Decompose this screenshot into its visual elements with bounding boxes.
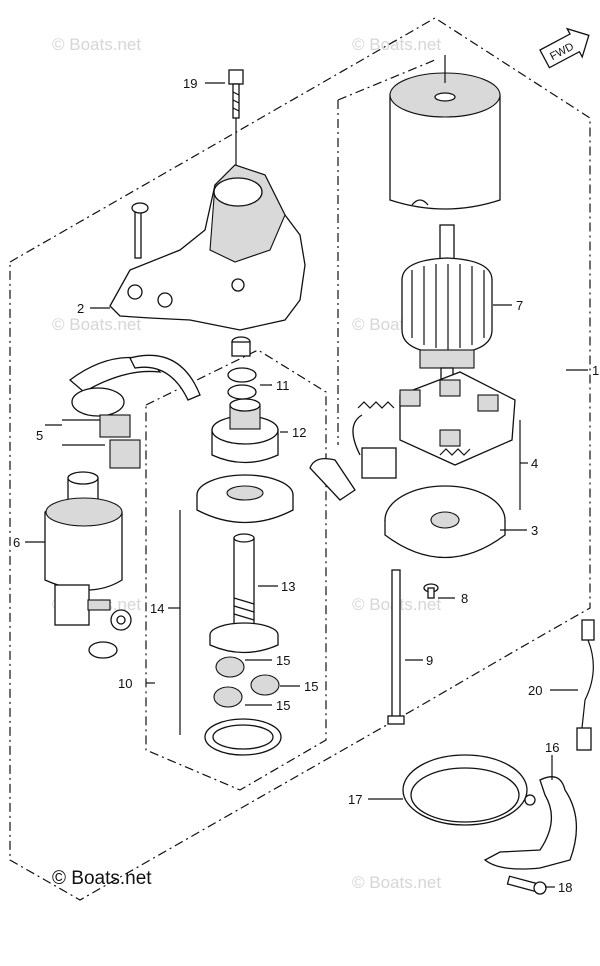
- solenoid-6: [44, 471, 123, 626]
- assembly-outline: [9, 17, 591, 901]
- end-cover-3: [384, 485, 506, 559]
- pinion-12: [211, 398, 279, 464]
- bushing: [231, 341, 251, 357]
- callout-19: 19: [183, 76, 197, 91]
- callout-2: 2: [77, 301, 84, 316]
- watermark: © Boats.net: [352, 873, 441, 892]
- leader-lines: [25, 82, 588, 888]
- watermark: © Boats.net: [52, 315, 141, 334]
- callout-labels: 19 2 7 1 11 12 5 4 3 6 13 8 14 9 15 10 1…: [13, 76, 599, 895]
- watermark: © Boats.net: [352, 35, 441, 54]
- ring-gear: [204, 718, 282, 756]
- callout-4: 4: [531, 456, 538, 471]
- yoke-1: [389, 55, 501, 210]
- nut: [116, 615, 126, 625]
- callout-13: 13: [281, 579, 295, 594]
- brush-group-outline: [337, 59, 436, 101]
- bolt-18: [506, 875, 547, 895]
- callout-12: 12: [292, 425, 306, 440]
- callout-14: 14: [150, 601, 164, 616]
- lead-wire-20: [576, 619, 595, 751]
- brush-holder-4: [309, 371, 516, 501]
- ring-11: [227, 367, 257, 400]
- callout-17: 17: [348, 792, 362, 807]
- callout-15: 15: [276, 653, 290, 668]
- copyright-footer: © Boats.net: [52, 868, 152, 889]
- drive-assembly-outline: [145, 349, 327, 791]
- watermark: © Boats.net: [52, 35, 141, 54]
- callout-6: 6: [13, 535, 20, 550]
- callout-15: 15: [304, 679, 318, 694]
- callout-18: 18: [558, 880, 572, 895]
- callout-1: 1: [592, 363, 599, 378]
- planet-gear-15: [213, 656, 280, 708]
- gear-housing-14: [196, 474, 294, 524]
- bracket-16: [483, 776, 578, 870]
- through-bolt-9: [387, 569, 405, 725]
- callout-8: 8: [461, 591, 468, 606]
- callout-11: 11: [276, 378, 290, 393]
- housing-2: [109, 164, 306, 331]
- screw-8: [423, 583, 439, 599]
- callout-16: 16: [545, 740, 559, 755]
- callout-15: 15: [276, 698, 290, 713]
- lever-5: [68, 354, 201, 469]
- washer: [88, 641, 118, 659]
- callout-7: 7: [516, 298, 523, 313]
- fwd-arrow-badge: FWD: [539, 27, 590, 69]
- callout-20: 20: [528, 683, 542, 698]
- shaft-13: [209, 533, 279, 654]
- armature-7: [401, 224, 493, 383]
- callout-9: 9: [426, 653, 433, 668]
- brush-spring: [357, 401, 471, 456]
- callout-5: 5: [36, 428, 43, 443]
- callout-10: 10: [118, 676, 132, 691]
- band-17: [402, 754, 528, 826]
- callout-3: 3: [531, 523, 538, 538]
